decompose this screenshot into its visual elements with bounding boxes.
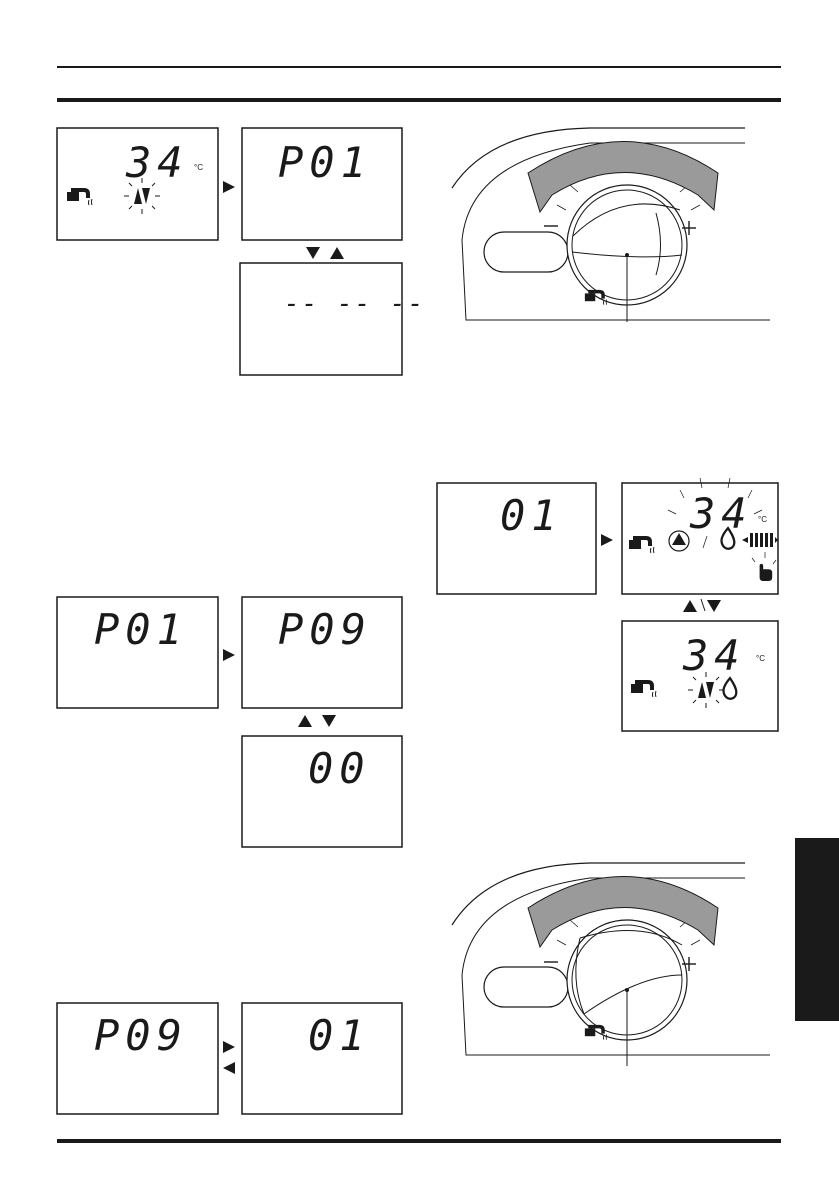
tap-icon xyxy=(67,188,92,205)
lcd-unit: °C xyxy=(758,515,767,524)
lcd-screen-3: -- -- -- xyxy=(240,263,425,375)
lcd-digits: P01 xyxy=(278,138,372,187)
arrow-up-icon xyxy=(683,600,697,612)
lcd-digits: P09 xyxy=(278,605,372,654)
lcd-screen-1: 34 °C xyxy=(57,128,218,240)
arrow-up-icon xyxy=(298,715,312,727)
lcd-screen-10: 34 °C xyxy=(622,478,778,594)
lcd-screen-2: P01 xyxy=(242,128,402,240)
arrow-right-icon xyxy=(601,534,613,546)
lcd-digits: 01 xyxy=(308,1011,371,1060)
flame-icon xyxy=(723,678,736,699)
lcd-digits: 34 xyxy=(682,631,746,680)
lcd-screen-11: 34 °C xyxy=(622,621,778,731)
arrow-up-icon xyxy=(330,247,344,259)
lcd-screen-9: 01 xyxy=(437,483,596,594)
tap-icon xyxy=(585,1025,607,1040)
arrow-right-icon xyxy=(223,181,235,193)
lcd-screen-4: P01 xyxy=(57,597,218,708)
dial-panel-2 xyxy=(452,863,770,1066)
slash-divider xyxy=(701,599,705,611)
tap-icon xyxy=(631,680,656,697)
lcd-digits: P01 xyxy=(94,605,188,654)
arrow-left-icon xyxy=(223,1062,235,1074)
lcd-screen-8: 01 xyxy=(242,1003,402,1114)
lcd-unit: °C xyxy=(194,163,203,172)
pump-icon xyxy=(672,533,686,545)
lcd-digits: -- -- -- xyxy=(284,289,425,319)
lcd-screen-6: 00 xyxy=(242,736,402,847)
lcd-unit: °C xyxy=(756,654,765,663)
hand-icon xyxy=(760,564,773,581)
tap-icon xyxy=(585,290,607,305)
arrow-down-icon xyxy=(322,715,336,727)
lcd-digits: 01 xyxy=(500,491,563,540)
arrow-down-icon xyxy=(306,247,320,259)
arrow-right-icon xyxy=(223,649,235,661)
lcd-digits: 34 xyxy=(125,138,189,187)
lcd-screen-7: P09 xyxy=(57,1003,218,1114)
dial-panel-1 xyxy=(452,128,770,322)
side-tab xyxy=(795,838,839,1021)
lcd-digits: 34 xyxy=(689,489,753,538)
lcd-digits: P09 xyxy=(94,1011,188,1060)
tap-icon xyxy=(629,536,654,553)
lcd-screen-5: P09 xyxy=(242,597,402,708)
arrow-right-icon xyxy=(223,1041,235,1053)
lcd-digits: 00 xyxy=(308,744,371,793)
arrow-down-icon xyxy=(707,600,721,612)
